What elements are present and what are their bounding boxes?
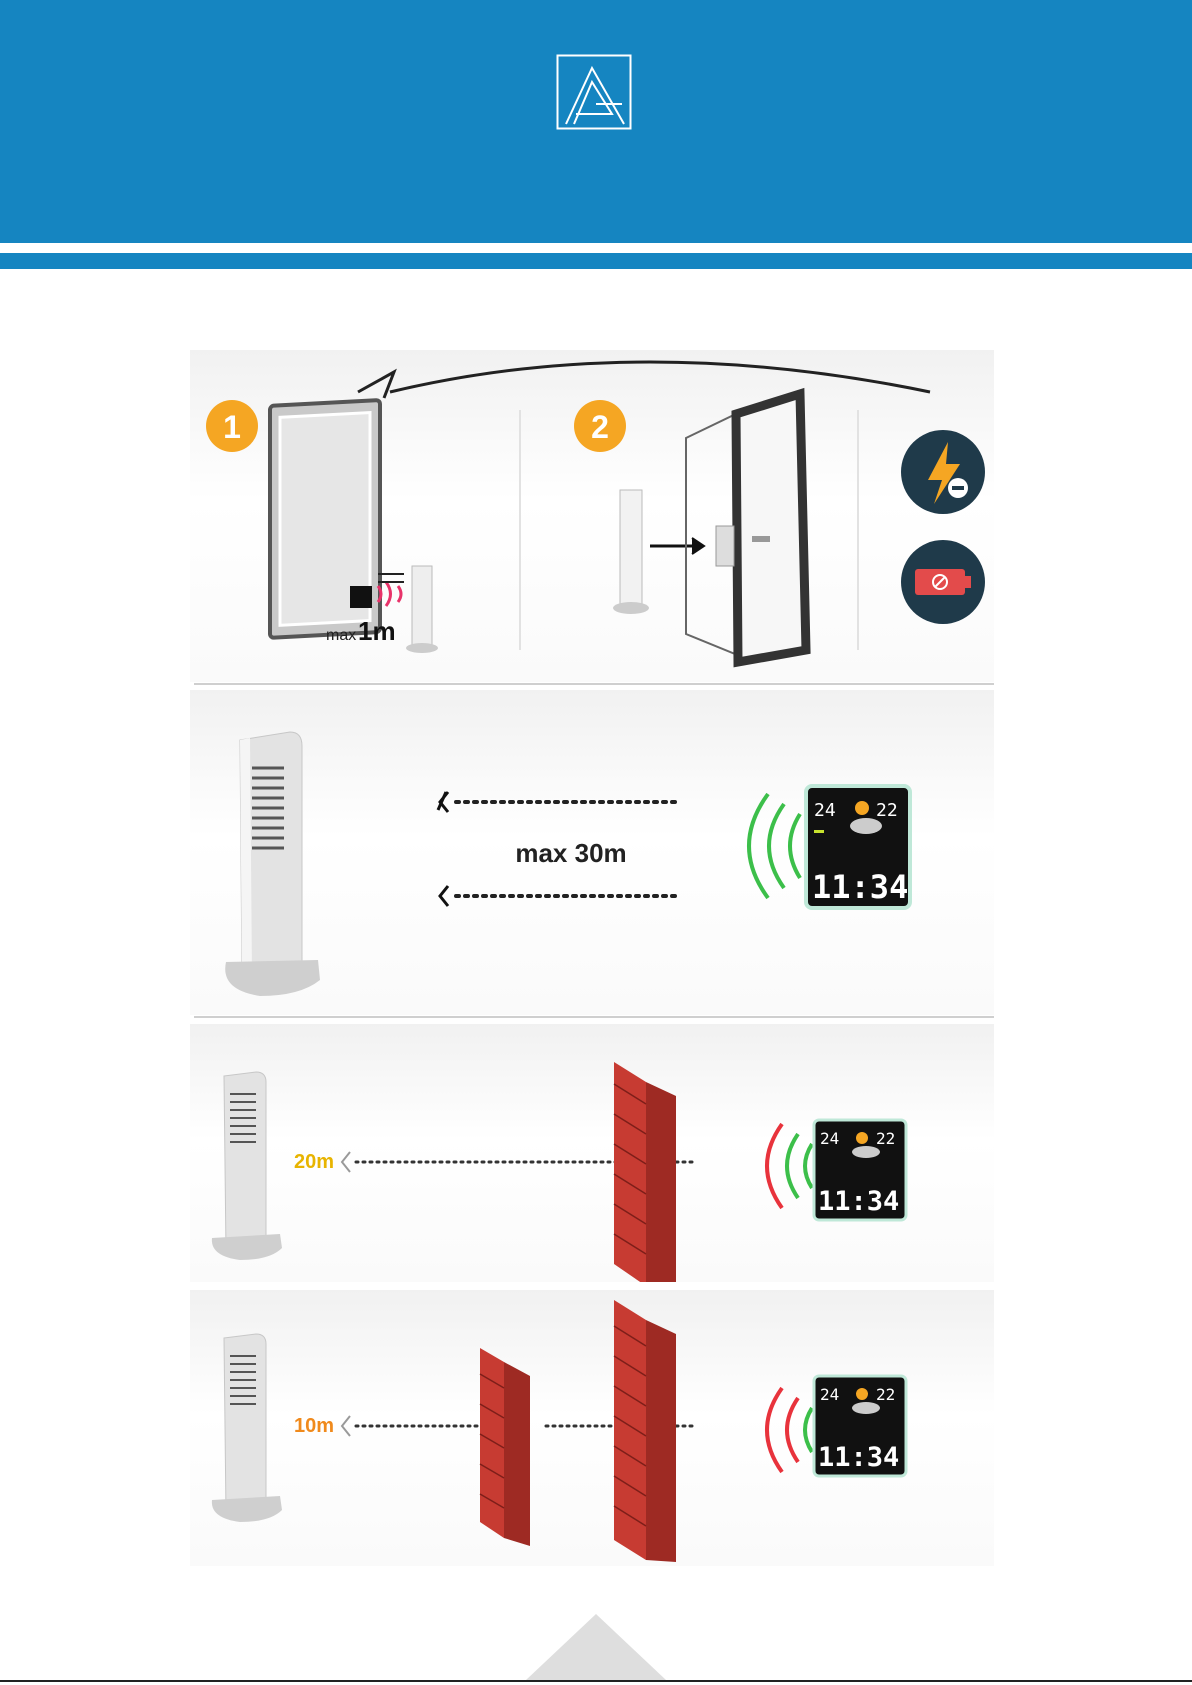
brick-wall-icon [614, 1062, 676, 1282]
steps-panel: 1 max 1m 2 [190, 350, 994, 682]
weather-display: 24 22 11:34 [806, 786, 910, 908]
svg-text:24: 24 [814, 800, 836, 821]
footer-rule [0, 1680, 1192, 1682]
no-power-icon [901, 430, 985, 514]
page-indicator-triangle [526, 1614, 666, 1680]
open-range-panel: max 30m 24 22 11:34 [190, 690, 994, 1015]
mirror-illustration [270, 400, 380, 638]
svg-text:24: 24 [820, 1129, 839, 1148]
divider-1 [194, 683, 994, 685]
sensor-medium-2 [212, 1334, 282, 1522]
weather-display-small-2: 24 22 11:34 [814, 1376, 906, 1476]
one-wall-panel: 20m 24 22 11:34 [190, 1024, 994, 1282]
svg-text:1: 1 [223, 409, 241, 445]
divider-2 [194, 1016, 994, 1018]
svg-text:22: 22 [876, 800, 898, 821]
step-2-badge: 2 [574, 400, 626, 452]
letter-a-triangle-logo-icon [556, 54, 632, 130]
svg-text:2: 2 [591, 409, 609, 445]
dotted-arrow-lower [440, 886, 676, 906]
green-signal-icon [749, 794, 800, 898]
sensor-medium-1 [212, 1072, 282, 1260]
distance-prefix: max [326, 627, 356, 644]
header-stripe [0, 243, 1192, 253]
svg-text:22: 22 [876, 1129, 895, 1148]
weather-display-small-1: 24 22 11:34 [814, 1120, 906, 1220]
step-1-badge: 1 [206, 400, 258, 452]
two-walls-panel: 10m 24 [190, 1290, 994, 1566]
svg-text:11:34: 11:34 [812, 868, 908, 906]
range-label-open: max 30m [515, 838, 626, 868]
return-arrow-icon [390, 362, 930, 392]
range-label-one-wall: 20m [294, 1151, 334, 1173]
brick-wall-icon-1 [480, 1348, 530, 1546]
dotted-arrow-upper [438, 792, 676, 812]
sensor-small-2 [613, 490, 649, 614]
svg-text:22: 22 [876, 1385, 895, 1404]
sensor-small-1 [406, 566, 438, 653]
range-label-two-walls: 10m [294, 1415, 334, 1437]
svg-text:11:34: 11:34 [818, 1186, 899, 1217]
brick-wall-icon-2 [614, 1300, 676, 1562]
header-bar [0, 0, 1192, 243]
sensor-large [225, 732, 320, 996]
distance-value: 1m [358, 616, 396, 646]
weak-signal-icon [767, 1388, 812, 1472]
header-band [0, 253, 1192, 269]
mixed-signal-icon [767, 1124, 812, 1208]
svg-text:11:34: 11:34 [818, 1442, 899, 1473]
no-battery-icon [901, 540, 985, 624]
window-illustration [686, 394, 806, 662]
svg-text:24: 24 [820, 1385, 839, 1404]
